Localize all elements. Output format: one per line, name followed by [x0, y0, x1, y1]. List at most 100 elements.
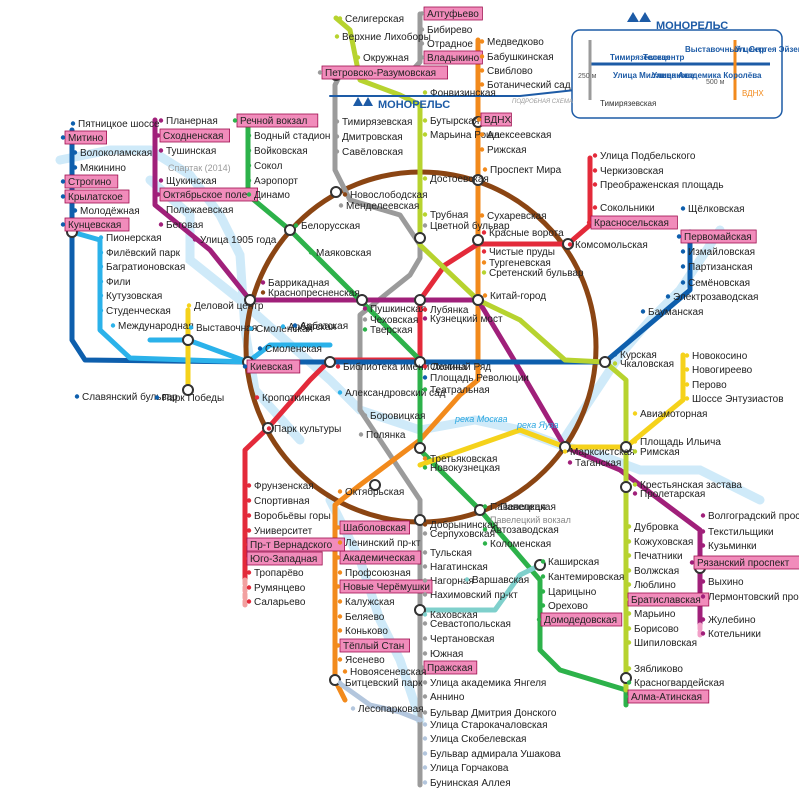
line6-station-5-dot: [479, 132, 485, 137]
line1-station-21-label: Саларьево: [254, 597, 306, 608]
line7-station-6-label: Беговая: [166, 220, 203, 231]
line10-station-2-dot: [355, 55, 361, 60]
line9-station-20-label: Южная: [430, 649, 463, 660]
line8-station-6-dot: [562, 449, 568, 454]
line2-station-13-label: Коломенская: [490, 539, 551, 550]
line3-station-21-label: Щёлковская: [688, 204, 745, 215]
line8-station-4-label: Авиамоторная: [640, 409, 707, 420]
line6-station-1-label: Бабушкинская: [487, 51, 554, 63]
line7-station-1-dot: [155, 133, 161, 138]
line12-station-6-label: Бунинская Аллея: [430, 778, 511, 789]
line6-station-3-label: Ботанический сад: [487, 80, 571, 91]
line7-station-14-label: Текстильщики: [708, 527, 774, 538]
note-paveletsky: Павелецкий вокзал: [490, 515, 571, 525]
line6-station-23-dot: [342, 669, 348, 674]
line3-station-13-dot: [422, 375, 428, 380]
line9-station-23-label: Аннино: [430, 692, 465, 703]
line7-station-12-label: Пролетарская: [640, 489, 705, 500]
line6-station-19-label: Беляево: [345, 612, 385, 623]
line2-station-2-dot: [246, 148, 252, 153]
line4-station-2-label: Багратионовская: [106, 262, 185, 273]
line6-station-14-label: Ленинский пр-кт: [345, 538, 421, 549]
line9-station-13-label: Серпуховская: [430, 529, 495, 540]
line3-station-1-dot: [60, 135, 66, 140]
line9-station-24-dot: [422, 710, 428, 715]
line7-station-20-dot: [700, 631, 706, 636]
line12-station-4-label: Бульвар адмирала Ушакова: [430, 749, 561, 760]
line1-station-11-dot: [254, 395, 260, 400]
line10-station-8-dot: [481, 270, 487, 275]
interchange-barrikadnaya: [244, 294, 256, 306]
line1-station-0-dot: [592, 153, 598, 158]
legend-st-0: Тимирязевская: [610, 53, 671, 62]
legend-brand: МОНОРЕЛЬС: [656, 20, 728, 32]
line2-station-20-label: Алма-Атинская: [631, 692, 702, 703]
line10-station-18-label: Марьино: [634, 609, 676, 620]
line3-station-19-dot: [680, 249, 686, 254]
line7-station-4-dot: [155, 192, 161, 197]
line6-station-11-dot: [422, 456, 428, 461]
line7-station-18-dot: [700, 594, 706, 599]
line9-station-11-dot: [362, 413, 368, 418]
line10-station-16-label: Люблино: [634, 579, 676, 591]
line3-station-11-dot: [257, 346, 263, 351]
line10-station-13-label: Кожуховская: [634, 537, 693, 548]
line9-station-22-label: Улица академика Янгеля: [430, 678, 546, 689]
line10-station-6-dot: [422, 176, 428, 181]
line3-station-7-label: Кунцевская: [68, 220, 121, 231]
line3-station-8-dot: [74, 394, 80, 399]
line8-station-8-dot: [186, 303, 192, 308]
line12-station-3-dot: [422, 736, 428, 741]
line6-station-10-label: Китай-город: [490, 291, 546, 302]
interchange-kakhovskaya: [414, 604, 426, 616]
line2-station-4-label: Аэропорт: [254, 176, 298, 187]
line3-station-17-dot: [680, 280, 686, 285]
line6-station-13-dot: [335, 525, 341, 530]
line2-station-19-dot: [626, 680, 632, 685]
line9-station-3-label: Владыкино: [427, 53, 480, 64]
line2-station-14-dot: [540, 559, 546, 564]
line8-station-3-dot: [684, 396, 690, 401]
line2-station-7-label: Маяковская: [316, 248, 371, 259]
line1-station-6-label: Красные ворота: [489, 228, 564, 239]
line10-station-12-label: Дубровка: [634, 521, 679, 533]
line8-station-5-label: Площадь Ильича: [640, 437, 721, 448]
line1-station-15-dot: [246, 513, 252, 518]
line10-station-5-label: Марьина Роща: [430, 130, 500, 141]
line1-station-10-dot: [335, 364, 341, 369]
interchange-park-pobedy: [182, 384, 194, 396]
line1-station-4-dot: [586, 220, 592, 225]
line7-station-17-dot: [700, 579, 706, 584]
line6-station-15-dot: [335, 555, 341, 560]
line9-station-12-label: Полянка: [366, 430, 406, 441]
line10-station-7-label: Трубная: [430, 209, 468, 221]
line2-station-1-dot: [246, 133, 252, 138]
line6-station-12-dot: [337, 489, 343, 494]
line10-station-17-label: Братиславская: [631, 595, 701, 606]
interchange-oktyabrskaya: [369, 479, 381, 491]
line4-station-6-dot: [110, 323, 116, 328]
line9-station-14-dot: [422, 550, 428, 555]
line12-station-4-dot: [422, 751, 428, 756]
line2-station-15-label: Кантемировская: [548, 572, 624, 583]
line10-station-17-dot: [623, 597, 629, 602]
line3-station-21-dot: [680, 206, 686, 211]
line7-station-0-label: Планерная: [166, 116, 218, 127]
line7-station-7-label: Улица 1905 года: [200, 235, 277, 246]
line10-station-1-label: Верхние Лихоборы: [342, 31, 431, 43]
line7-station-3-dot: [158, 178, 164, 183]
line1-station-5-label: Комсомольская: [575, 240, 648, 251]
line10-station-12-dot: [626, 524, 632, 529]
line2-station-20-dot: [623, 694, 629, 699]
line2-station-6-dot: [293, 223, 299, 228]
monorail-legend: МОНОРЕЛЬС Тимирязевская Улица Милашенков…: [571, 12, 799, 119]
line4-path: [69, 229, 333, 365]
line3-station-9-dot: [154, 395, 160, 400]
legend-st-2: Телецентр: [643, 53, 684, 62]
line4-station-8-label: Смоленская: [256, 324, 313, 335]
line12-station-3-label: Улица Скобелевская: [430, 733, 526, 745]
interchange-biblioteka: [324, 356, 336, 368]
line4-station-5-label: Студенческая: [106, 306, 171, 317]
line6-station-10-dot: [482, 293, 488, 298]
